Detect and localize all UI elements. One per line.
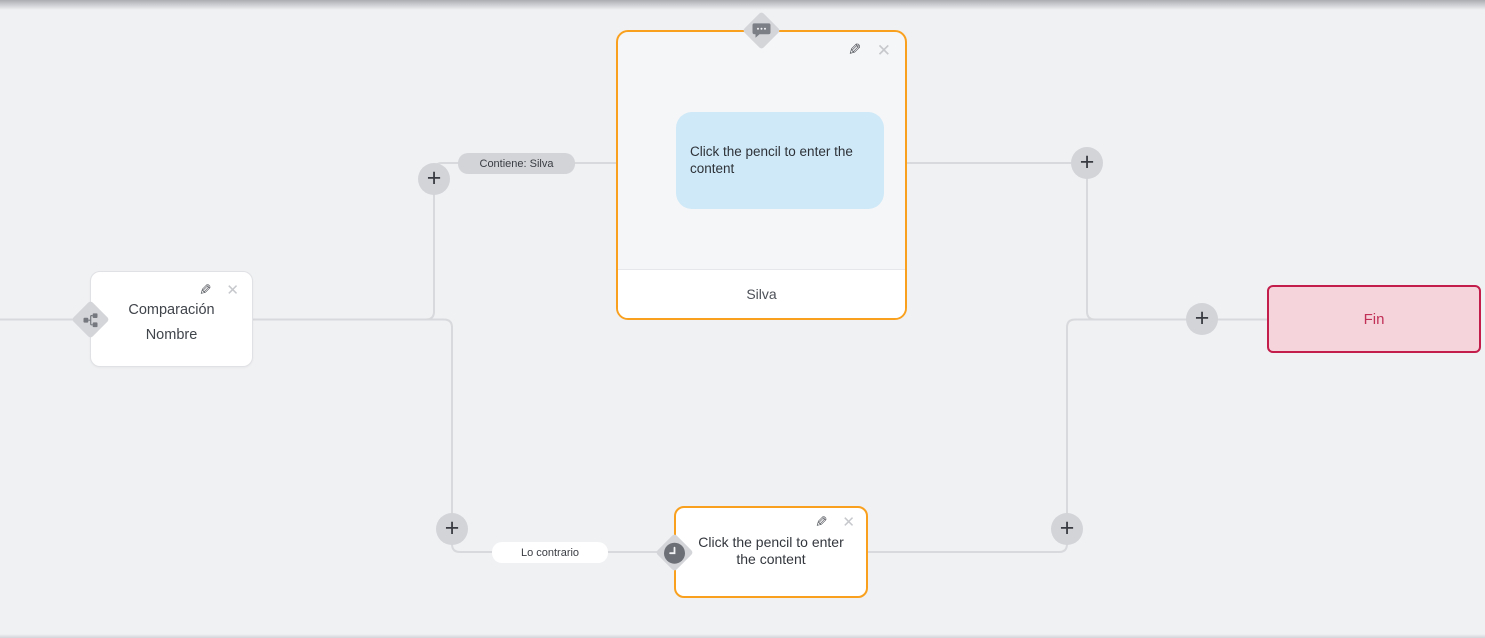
action-placeholder-text: Click the pencil to enter the content [698, 534, 844, 567]
message-body: Click the pencil to enter the content [618, 32, 905, 269]
add-node-button-top-right[interactable]: + [1071, 147, 1103, 179]
end-label: Fin [1363, 310, 1385, 328]
chat-bubble-icon [752, 22, 771, 38]
plus-icon: + [426, 163, 442, 192]
edge-comparison-to-action [253, 318, 660, 553]
message-footer: Silva [618, 270, 905, 318]
branch-icon [83, 312, 98, 327]
node-comparison[interactable]: ✎ ✕ Comparación Nombre [71, 271, 253, 367]
edge-label-contrario[interactable]: Lo contrario [492, 542, 608, 563]
add-node-button-bottom-right[interactable]: + [1051, 513, 1083, 545]
plus-icon: + [444, 513, 460, 542]
node-action[interactable]: ✎ ✕ Click the pencil to enter the conten… [655, 506, 868, 598]
message-placeholder-text: Click the pencil to enter the content [690, 144, 853, 176]
edge-message-to-end [906, 162, 1269, 321]
add-node-button-top-left[interactable]: + [418, 163, 450, 195]
node-end[interactable]: Fin [1267, 285, 1481, 353]
clock-icon [664, 542, 685, 563]
edge-action-to-end [867, 318, 1194, 553]
action-port-diamond [655, 533, 694, 572]
plus-icon: + [1059, 513, 1075, 542]
add-node-button-bottom-left[interactable]: + [436, 513, 468, 545]
message-footer-text: Silva [746, 286, 777, 302]
message-footer-divider [618, 269, 905, 270]
edge-label-contiene-text: Contiene: Silva [479, 157, 554, 170]
close-icon[interactable]: ✕ [876, 41, 891, 60]
comparison-title: Comparación [128, 302, 215, 318]
edit-icon[interactable]: ✎ [814, 514, 828, 531]
message-preview-bubble: Click the pencil to enter the content [676, 112, 884, 209]
edit-icon[interactable]: ✎ [198, 282, 212, 299]
close-icon[interactable]: ✕ [842, 514, 855, 531]
message-port-diamond [742, 11, 781, 50]
edge-label-contiene[interactable]: Contiene: Silva [458, 153, 575, 174]
plus-icon: + [1194, 303, 1210, 332]
add-node-button-before-end[interactable]: + [1186, 303, 1218, 335]
condition-port-diamond [71, 300, 110, 339]
comparison-subtitle: Nombre [145, 327, 198, 343]
edge-label-contrario-text: Lo contrario [520, 546, 580, 559]
comparison-title-block: Comparación Nombre [91, 298, 252, 348]
close-icon[interactable]: ✕ [226, 282, 239, 299]
edit-icon[interactable]: ✎ [848, 41, 862, 59]
node-message[interactable]: ✎ ✕ Click the pencil to enter the conten… [616, 11, 907, 320]
plus-icon: + [1079, 147, 1095, 176]
